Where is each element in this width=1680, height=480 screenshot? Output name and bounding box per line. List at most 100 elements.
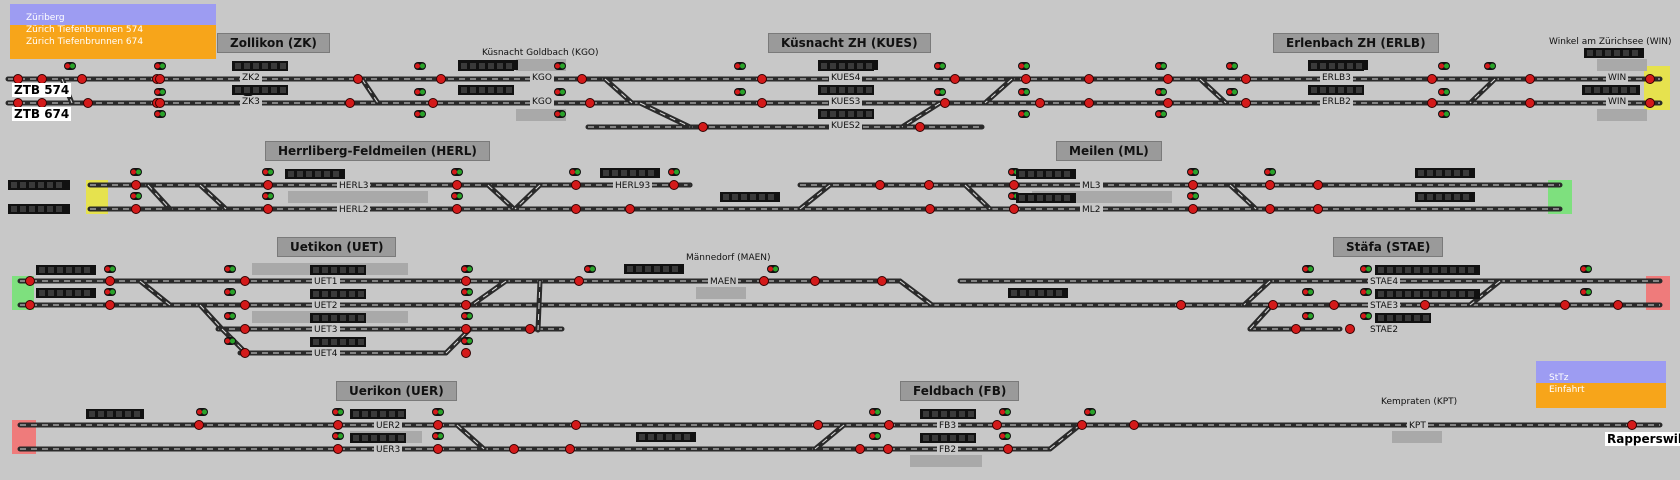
signal-icon[interactable] [884,420,894,430]
train-display[interactable] [232,85,288,95]
signal-icon[interactable] [565,444,575,454]
station-winkel[interactable]: Winkel am Zürichsee (WIN) [1549,37,1672,47]
signal-icon[interactable] [759,276,769,286]
signal-icon[interactable] [240,324,250,334]
signal-icon[interactable] [1313,180,1323,190]
signal-icon[interactable] [1329,300,1339,310]
signal-icon[interactable] [571,180,581,190]
signal-icon[interactable] [1084,98,1094,108]
signal-icon[interactable] [757,98,767,108]
station-erlenbach[interactable]: Erlenbach ZH (ERLB) [1273,33,1439,53]
train-display[interactable] [458,85,514,95]
signal-icon[interactable] [1291,324,1301,334]
signal-icon[interactable] [1241,74,1251,84]
signal-icon[interactable] [577,74,587,84]
train-display[interactable] [1582,85,1640,95]
signal-icon[interactable] [263,180,273,190]
train-display[interactable] [1308,85,1364,95]
station-zollikon[interactable]: Zollikon (ZK) [217,33,330,53]
signal-icon[interactable] [461,276,471,286]
signal-icon[interactable] [240,300,250,310]
signal-icon[interactable] [131,180,141,190]
train-display[interactable] [310,337,366,347]
signal-icon[interactable] [1525,74,1535,84]
station-kuesnacht-goldbach[interactable]: Küsnacht Goldbach (KGO) [482,48,599,58]
train-display[interactable] [310,313,366,323]
train-display[interactable] [232,61,288,71]
train-display[interactable] [920,433,976,443]
signal-icon[interactable] [1427,74,1437,84]
signal-icon[interactable] [813,420,823,430]
train-display[interactable] [1375,289,1431,299]
signal-icon[interactable] [461,300,471,310]
train-display[interactable] [1375,265,1431,275]
signal-icon[interactable] [461,324,471,334]
station-staefa[interactable]: Stäfa (STAE) [1333,237,1444,257]
signal-icon[interactable] [950,74,960,84]
signal-icon[interactable] [1645,98,1655,108]
signal-icon[interactable] [883,444,893,454]
signal-icon[interactable] [877,276,887,286]
signal-icon[interactable] [1009,204,1019,214]
signal-icon[interactable] [77,74,87,84]
signal-icon[interactable] [940,98,950,108]
train-display[interactable] [350,409,406,419]
signal-icon[interactable] [915,122,925,132]
signal-icon[interactable] [698,122,708,132]
signal-icon[interactable] [1035,98,1045,108]
signal-icon[interactable] [669,180,679,190]
train-display[interactable] [350,433,406,443]
station-maennedorf[interactable]: Männedorf (MAEN) [686,253,771,263]
signal-icon[interactable] [1009,180,1019,190]
signal-icon[interactable] [1241,98,1251,108]
signal-icon[interactable] [240,276,250,286]
signal-icon[interactable] [1265,204,1275,214]
signal-icon[interactable] [875,180,885,190]
signal-icon[interactable] [1176,300,1186,310]
train-display[interactable] [818,61,874,71]
einfahrt-panel[interactable] [1536,383,1666,408]
train-display[interactable] [818,109,874,119]
signal-icon[interactable] [194,420,204,430]
signal-icon[interactable] [353,74,363,84]
signal-icon[interactable] [436,74,446,84]
signal-icon[interactable] [925,204,935,214]
signal-icon[interactable] [509,444,519,454]
signal-icon[interactable] [155,74,165,84]
signal-icon[interactable] [1627,420,1637,430]
signal-icon[interactable] [1645,74,1655,84]
signal-icon[interactable] [855,444,865,454]
train-label-ztb574[interactable]: ZTB 574 [12,83,72,97]
signal-icon[interactable] [428,98,438,108]
sttz-panel[interactable] [1536,361,1666,383]
signal-icon[interactable] [1427,98,1437,108]
signal-icon[interactable] [333,444,343,454]
train-display[interactable] [86,409,144,419]
train-label-ztb674[interactable]: ZTB 674 [12,107,72,121]
signal-icon[interactable] [1525,98,1535,108]
zueriberg-panel[interactable] [10,4,216,25]
signal-icon[interactable] [83,98,93,108]
signal-icon[interactable] [992,420,1002,430]
signal-icon[interactable] [1265,180,1275,190]
signal-icon[interactable] [810,276,820,286]
signal-icon[interactable] [1268,300,1278,310]
signal-icon[interactable] [1077,420,1087,430]
signal-icon[interactable] [240,348,250,358]
signal-icon[interactable] [105,276,115,286]
station-uetikon[interactable]: Uetikon (UET) [277,237,397,257]
signal-icon[interactable] [757,74,767,84]
station-kuesnacht[interactable]: Küsnacht ZH (KUES) [768,33,931,53]
signal-icon[interactable] [1188,180,1198,190]
signal-icon[interactable] [1084,74,1094,84]
signal-icon[interactable] [452,180,462,190]
signal-icon[interactable] [105,300,115,310]
signal-icon[interactable] [433,444,443,454]
train-display[interactable] [818,85,874,95]
signal-icon[interactable] [525,324,535,334]
signal-icon[interactable] [1188,204,1198,214]
signal-icon[interactable] [1129,420,1139,430]
signal-icon[interactable] [1003,444,1013,454]
signal-icon[interactable] [574,276,584,286]
signal-icon[interactable] [924,180,934,190]
